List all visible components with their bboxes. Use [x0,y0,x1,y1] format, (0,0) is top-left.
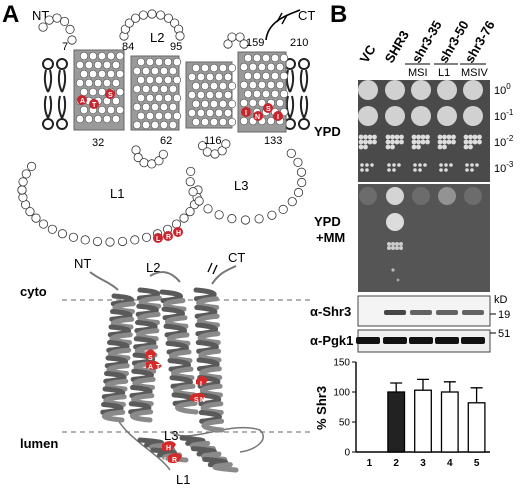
sublabel-l1: L1 [438,67,450,79]
bar [440,391,459,453]
mutation-residues-bottom: S A T I S N H R L [146,349,208,464]
struct-mut-t: T [156,364,161,371]
mut-r: R [166,234,171,241]
struct-mut-l: L [164,457,169,464]
x-tick-label: 2 [393,458,399,469]
sublabel-msi: MSI [408,67,428,79]
res-95: 95 [170,41,182,53]
loop-l2-top: L2 [150,30,164,45]
res-210: 210 [290,37,308,49]
mutation-residues-top: A T S I N S I L R H [77,89,283,243]
plate-label-ypd-mm-2: +MM [316,230,345,245]
x-tick-label: 5 [474,458,480,469]
mut-s2: S [266,106,271,113]
mut-i2: I [277,114,279,121]
bar-chart: % Shr3 0 50 100 150 1 2 3 4 5 [314,358,490,469]
ct-label-bottom: CT [228,250,245,265]
res-133: 133 [264,135,282,147]
bar [387,391,406,453]
res-32: 32 [92,137,104,149]
y-tick-label: 100 [333,388,350,399]
res-84: 84 [122,41,134,53]
blot-label-pgk1: α-Pgk1 [310,333,353,348]
mut-h: H [176,230,181,237]
res-116: 116 [204,135,222,147]
western-blot: α-Shr3 α-Pgk1 kD 19 51 [310,294,510,353]
x-tick-label: 3 [420,458,426,469]
panel-letter-a: A [2,1,19,28]
struct-mut-n: N [200,397,205,404]
struct-mut-s: S [148,355,153,362]
tm-residue-beads [75,51,289,130]
x-tick-label: 4 [447,458,453,469]
struct-mut-r: R [172,457,177,464]
loop-l1-top: L1 [110,186,124,201]
error-bar [390,382,403,392]
mut-a: A [80,98,85,105]
y-tick-label: 150 [333,358,350,369]
struct-mut-h: H [166,445,171,452]
lane-shr3: SHR3 [382,28,412,66]
dilution-1: 10-1 [494,108,514,123]
lane-headers: VC SHR3 shr3-35 shr3-50 shr3-76 MSI L1 M… [357,18,498,79]
bar [467,402,486,453]
dilution-labels: 100 10-1 10-2 10-3 [494,82,514,175]
plate-label-ypd-mm-1: YPD [314,214,341,229]
lumen-label: lumen [20,436,58,451]
res-62: 62 [160,135,172,147]
mut-t: T [92,102,97,109]
l2-label-bottom: L2 [146,260,160,275]
mut-n: N [255,114,260,121]
res-159: 159 [246,37,264,49]
lane-vc: VC [357,42,379,66]
panel-letter-b: B [330,1,347,28]
chart-ylabel: % Shr3 [314,386,329,430]
struct-mut-a: A [148,364,153,371]
x-tick-label: 1 [367,458,373,469]
l3-label-bottom: L3 [164,428,178,443]
membrane-right [284,58,310,130]
blot-label-shr3: α-Shr3 [310,304,351,319]
nt-label-bottom: NT [74,256,91,271]
dilution-0: 100 [494,82,511,97]
marker-19: 19 [498,309,510,321]
y-tick-label: 50 [339,418,351,429]
membrane-left [42,58,68,130]
struct-mut-s2: S [194,397,199,404]
struct-mut-i: I [200,381,202,388]
mut-l: L [156,236,161,243]
bar [414,389,432,453]
mut-s: S [108,92,113,99]
res-7: 7 [62,41,68,53]
error-bar [417,378,429,391]
mut-i1: I [245,110,247,117]
error-bar [470,387,483,403]
marker-51: 51 [498,328,510,340]
ypd-spots [358,80,483,172]
dilution-2: 10-2 [494,134,514,149]
loop-l3-top: L3 [234,178,248,193]
sublabel-msiv: MSIV [461,67,489,79]
l1-label-bottom: L1 [176,472,190,487]
error-bar [443,381,456,392]
dilution-3: 10-3 [494,160,514,175]
kd-label: kD [494,294,508,306]
plate-label-ypd: YPD [314,124,341,139]
topology-diagram: NT CT A T S I [17,8,315,247]
ypd-mm-spots [359,187,482,282]
ct-label-top: CT [298,8,315,23]
structure-cartoon: cyto lumen NT CT L2 L3 L1 S A T I S N H [20,250,310,487]
cyto-label: cyto [20,284,47,299]
y-tick-label: 0 [344,448,350,459]
